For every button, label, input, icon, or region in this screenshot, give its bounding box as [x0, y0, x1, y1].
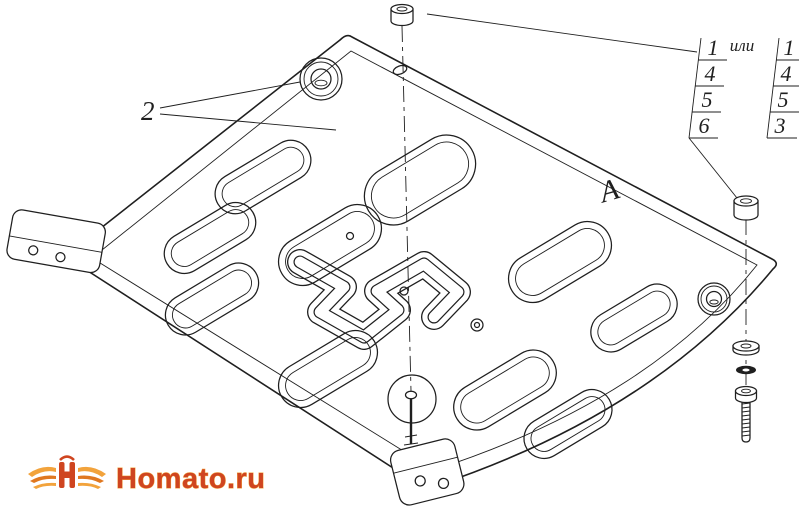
callout-2-label: 2	[141, 96, 155, 126]
bottom-mounting-bracket	[389, 438, 465, 506]
grommet-right	[697, 282, 731, 316]
leader-to-top-nut	[426, 13, 698, 53]
parts-right-row-1: 1	[784, 35, 795, 60]
parts-right-row-4: 3	[774, 113, 786, 138]
nut-fastener-right	[733, 195, 759, 221]
parts-right-row-3: 5	[778, 87, 789, 112]
grommet-top-left	[299, 57, 343, 101]
parts-right-row-2: 4	[781, 61, 792, 86]
center-bolt-pin	[403, 390, 419, 446]
callout-2-leader-b	[159, 113, 337, 131]
bolt-fastener	[734, 385, 758, 443]
plate-small-holes	[345, 64, 484, 332]
left-mounting-bracket	[6, 209, 106, 274]
top-slot-hole	[392, 64, 408, 76]
bolt-threads	[741, 402, 751, 437]
logo-text: Homato.ru	[116, 463, 266, 495]
parts-left-row-4: 6	[699, 113, 710, 138]
oval-stamping-cutouts	[163, 134, 678, 460]
callout-2-leader-a	[159, 81, 301, 109]
callout-2: 2	[141, 81, 337, 131]
parts-table-right-border	[766, 37, 780, 139]
parts-left-row-1: 1	[708, 35, 719, 60]
meander-channel	[287, 249, 471, 350]
logo-watermark: Homato.ru	[28, 455, 266, 495]
parts-table: 1 4 5 6 или 1 4 5 3	[426, 13, 799, 199]
logo-emblem-icon	[28, 455, 106, 489]
nut-fastener-top	[390, 3, 414, 27]
skid-plate	[68, 34, 778, 490]
leader-to-right-nut	[688, 137, 738, 199]
parts-table-left-border	[688, 37, 702, 139]
flat-washer	[732, 340, 760, 356]
top-fastener-centerline	[401, 25, 412, 392]
lock-washer	[736, 365, 756, 375]
or-word: или	[730, 36, 754, 55]
parts-left-row-3: 5	[702, 87, 713, 112]
parts-left-row-2: 4	[705, 61, 716, 86]
